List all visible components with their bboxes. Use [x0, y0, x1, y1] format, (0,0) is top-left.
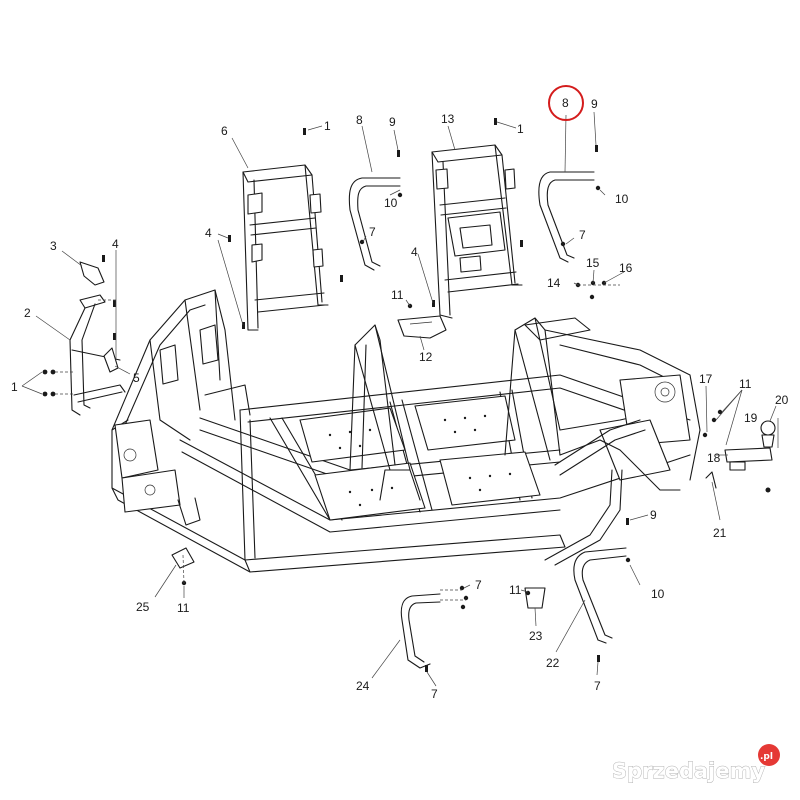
callout-16: 16: [619, 261, 633, 275]
part-22-rear-bar: [573, 547, 627, 644]
callout-1: 1: [11, 380, 18, 394]
callout-20: 20: [775, 393, 789, 407]
callout-25: 25: [136, 600, 150, 614]
part-18-hitch-receiver: [724, 447, 773, 471]
callout-10: 10: [384, 196, 398, 210]
callout-9: 9: [650, 508, 657, 522]
callout-13: 13: [441, 112, 455, 126]
panel-holes: [328, 414, 512, 507]
fasteners: [42, 118, 723, 672]
callout-6: 6: [221, 124, 228, 138]
watermark-badge-icon: [758, 744, 780, 766]
callout-7: 7: [594, 679, 601, 693]
highlight-ring: [548, 85, 584, 121]
part-6-rops-section: [242, 164, 329, 331]
callout-labels: 6 1 8 9 10 13 1 8 9 10 4 7 7 4 3 4 15 16…: [11, 85, 789, 701]
callout-7: 7: [475, 578, 482, 592]
callout-5: 5: [133, 371, 140, 385]
callout-7: 7: [431, 687, 438, 701]
callout-8: 8: [356, 113, 363, 127]
part-12-bracket: [397, 315, 447, 339]
part-13-rops-section: [431, 144, 523, 319]
part-21-hitch-pin: [705, 471, 717, 489]
callout-4: 4: [411, 245, 418, 259]
callout-1: 1: [517, 122, 524, 136]
callout-11: 11: [739, 377, 752, 391]
callout-7: 7: [369, 225, 376, 239]
part-5-bracket: [103, 347, 119, 373]
callout-7: 7: [579, 228, 586, 242]
callout-19: 19: [744, 411, 758, 425]
callout-18: 18: [707, 451, 721, 465]
callout-4: 4: [205, 226, 212, 240]
callout-10: 10: [651, 587, 665, 601]
leader-lines: [21, 111, 779, 687]
main-frame: [111, 289, 701, 573]
callout-10: 10: [615, 192, 629, 206]
watermark-text: Sprzedajemy: [612, 759, 766, 783]
callout-17: 17: [699, 372, 713, 386]
callout-11: 11: [509, 583, 522, 597]
part-8-grab-bar-right: [538, 171, 595, 263]
part-24-step-bar: [400, 593, 441, 669]
callout-22: 22: [546, 656, 560, 670]
watermark-badge: .pl: [760, 752, 773, 762]
part-2-front-bumper: [69, 294, 126, 416]
callout-14: 14: [547, 276, 561, 290]
part-20-hitch-ball: [760, 420, 776, 493]
part-8-grab-bar-left: [348, 177, 401, 271]
callout-12: 12: [419, 350, 433, 364]
callout-23: 23: [529, 629, 543, 643]
callout-15: 15: [586, 256, 600, 270]
callout-24: 24: [356, 679, 370, 693]
callout-21: 21: [713, 526, 727, 540]
callout-8-highlighted: 8: [562, 96, 569, 110]
callout-11: 11: [391, 288, 404, 302]
watermark: Sprzedajemy .pl: [612, 744, 780, 783]
callout-1: 1: [324, 119, 331, 133]
callout-2: 2: [24, 306, 31, 320]
callout-11: 11: [177, 601, 190, 615]
part-3-bracket: [79, 261, 105, 286]
callout-9: 9: [591, 97, 598, 111]
callout-9: 9: [389, 115, 396, 129]
callout-3: 3: [50, 239, 57, 253]
callout-4: 4: [112, 237, 119, 251]
